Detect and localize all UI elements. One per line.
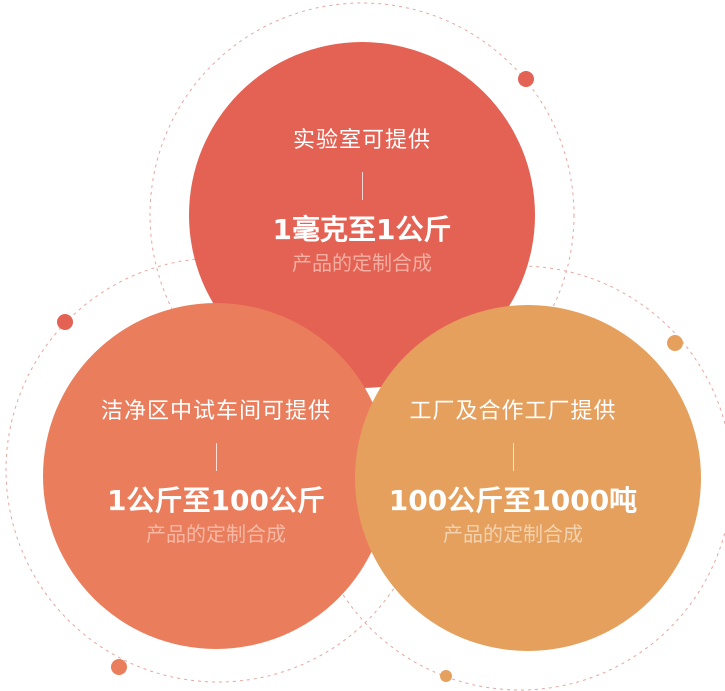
orbit-dot-right xyxy=(667,335,683,351)
pilot-divider xyxy=(215,443,217,471)
lab-scale-text: 实验室可提供 1毫克至1公斤 产品的定制合成 xyxy=(212,127,512,276)
pilot-scale-range: 1公斤至100公斤 xyxy=(107,484,325,517)
factory-provider-label: 工厂及合作工厂提供 xyxy=(409,399,617,424)
orbit-dot-top-right xyxy=(518,71,534,87)
lab-scale-range: 1毫克至1公斤 xyxy=(272,213,452,246)
pilot-scale-circle xyxy=(43,303,389,649)
pilot-scale-text: 洁净区中试车间可提供 1公斤至100公斤 产品的定制合成 xyxy=(66,398,366,547)
pilot-provider-label: 洁净区中试车间可提供 xyxy=(100,399,331,424)
orbit-dot-bottom-left xyxy=(111,659,127,675)
factory-caption: 产品的定制合成 xyxy=(443,522,583,546)
factory-scale-text: 工厂及合作工厂提供 100公斤至1000吨 产品的定制合成 xyxy=(363,398,663,547)
factory-divider xyxy=(512,443,514,471)
orbit-dot-left xyxy=(57,314,73,330)
orbit-ring-top xyxy=(149,2,575,428)
lab-divider xyxy=(361,172,363,200)
factory-scale-circle xyxy=(355,305,701,651)
lab-caption: 产品的定制合成 xyxy=(292,251,432,275)
pilot-caption: 产品的定制合成 xyxy=(146,522,286,546)
factory-scale-range: 100公斤至1000吨 xyxy=(388,484,638,517)
orbit-dot-bottom-right xyxy=(440,670,452,682)
lab-provider-label: 实验室可提供 xyxy=(292,128,431,153)
